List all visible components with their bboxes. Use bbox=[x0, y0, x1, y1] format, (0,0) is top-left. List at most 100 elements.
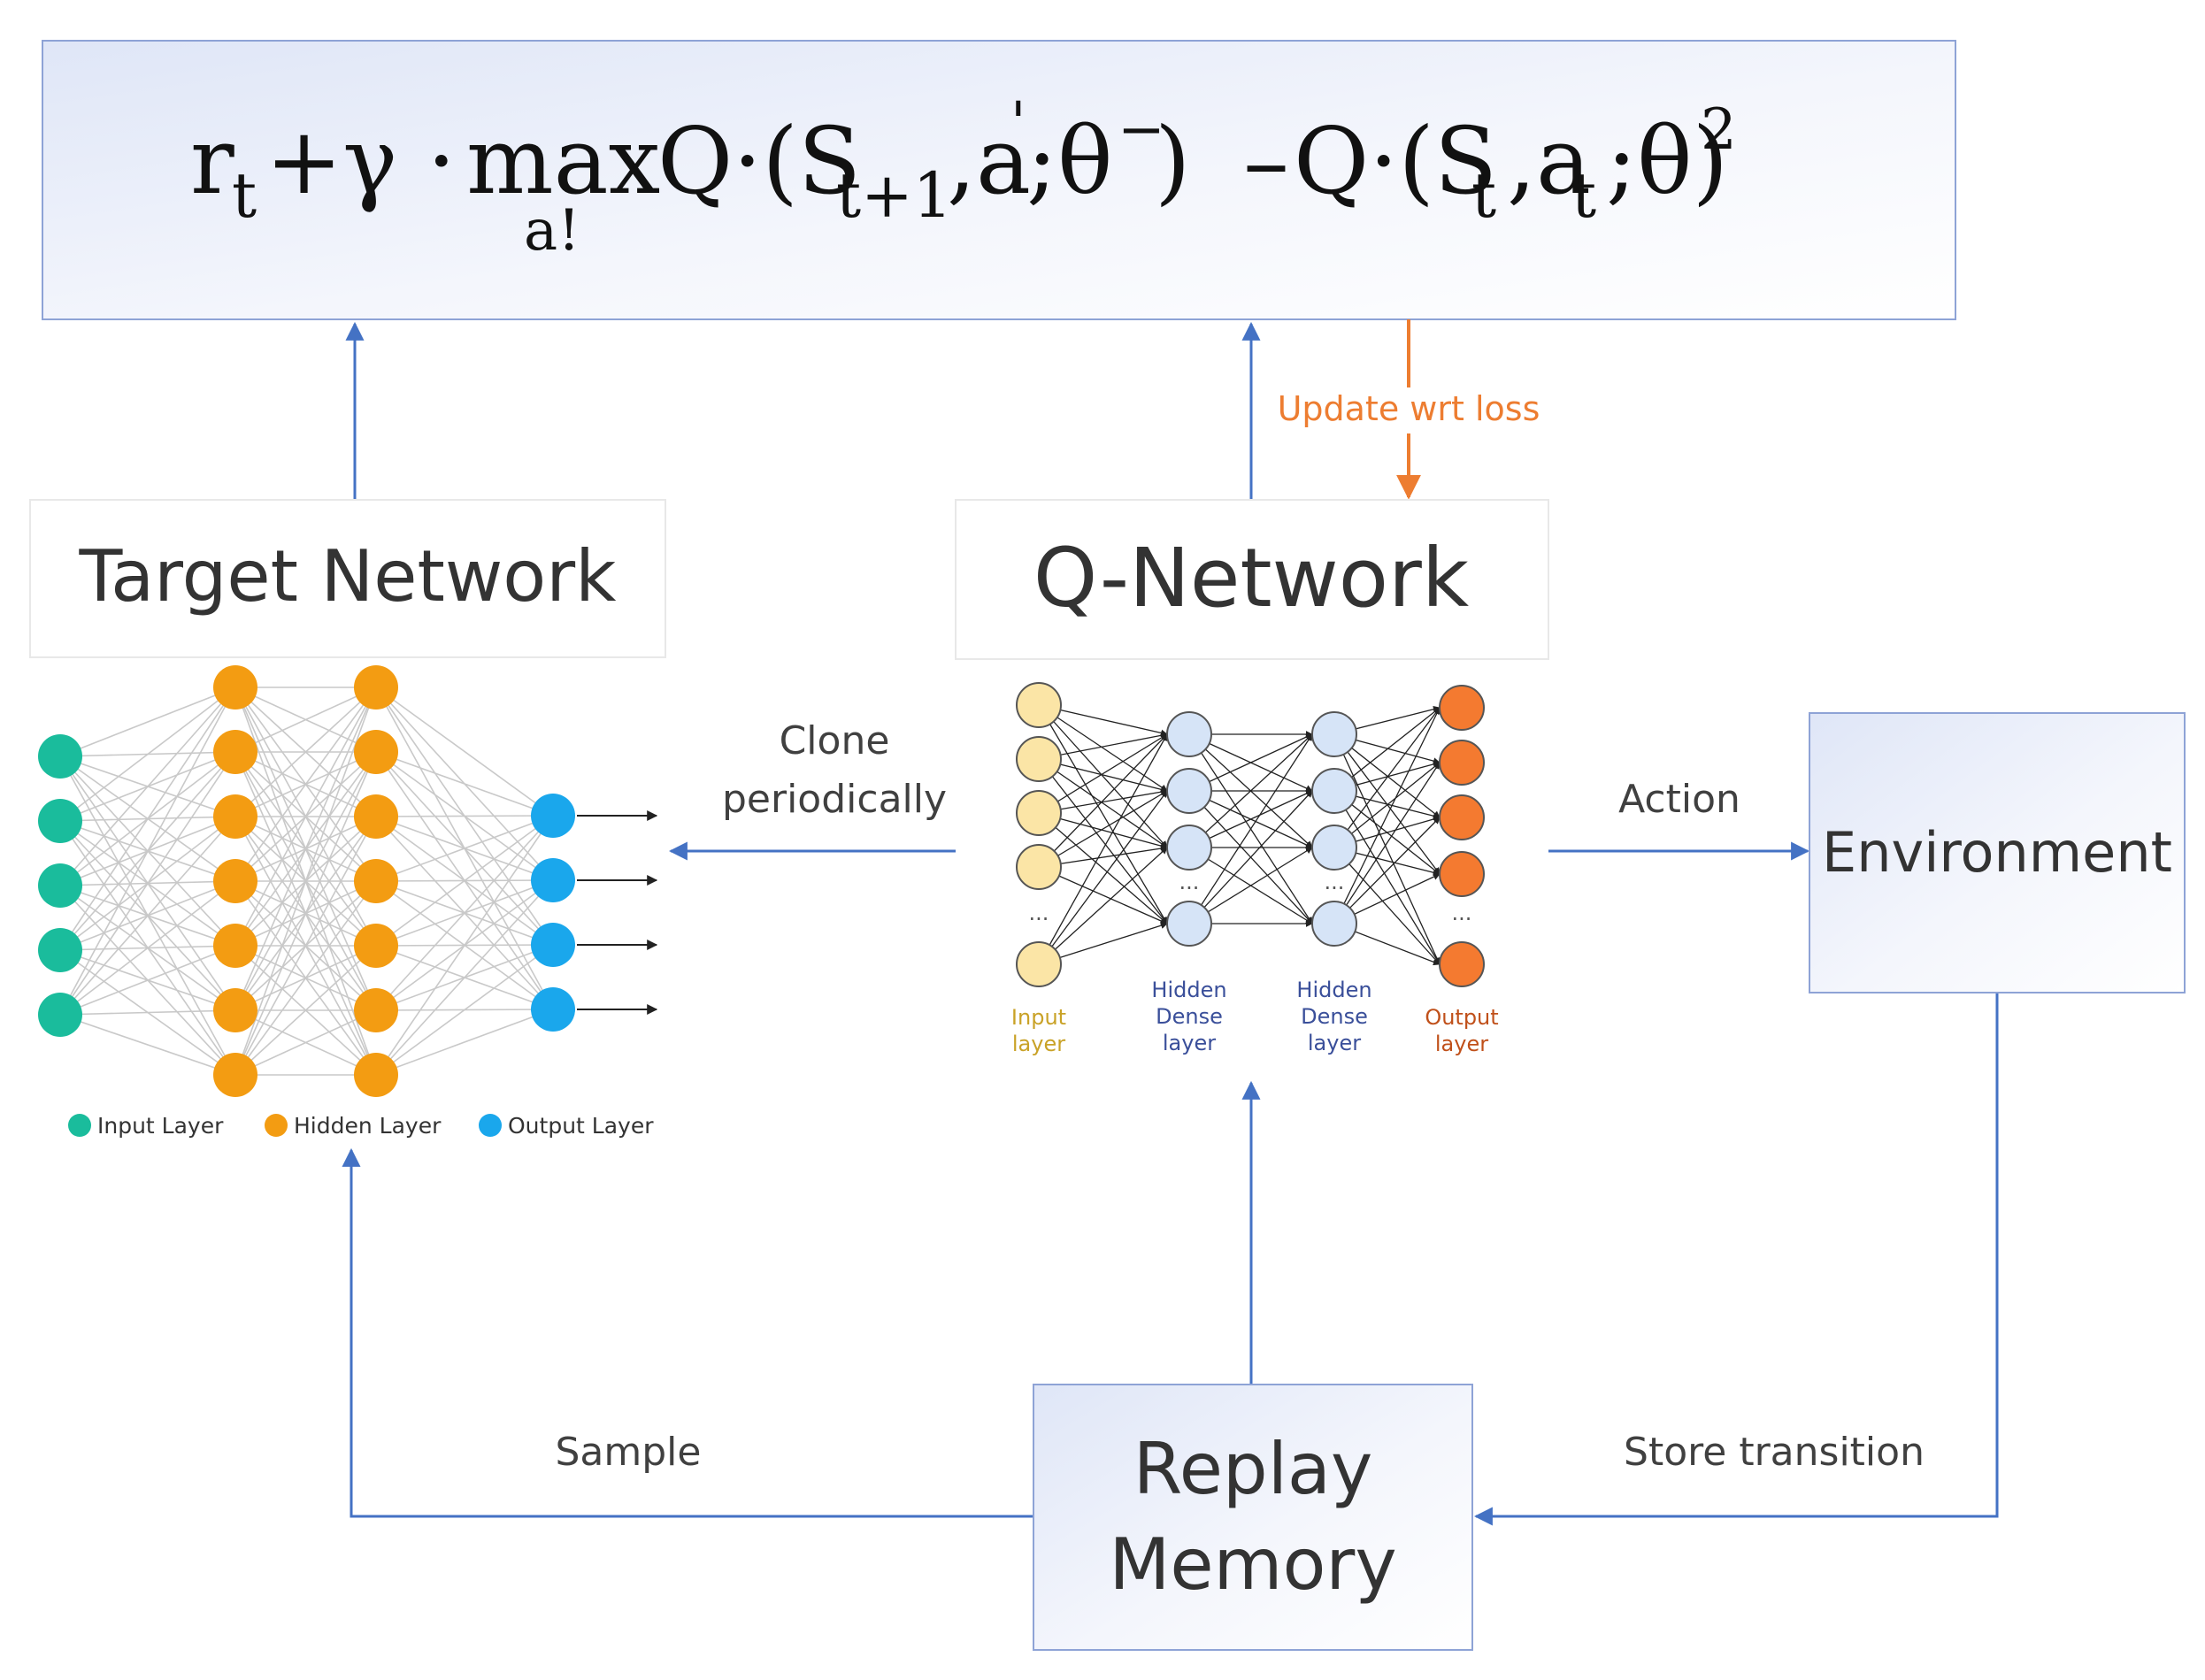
q-net-node bbox=[1439, 794, 1485, 840]
q-net-edge bbox=[1333, 707, 1441, 848]
q-net-edges bbox=[1038, 704, 1441, 966]
target-net-edge bbox=[234, 687, 377, 882]
q-network-graph bbox=[1016, 682, 1485, 987]
ellipsis-input: ... bbox=[1029, 901, 1049, 925]
q-net-node bbox=[1016, 682, 1062, 728]
target-net-edge bbox=[234, 687, 377, 1076]
formula-q1-close: ) bbox=[1155, 107, 1191, 215]
target-net-edge bbox=[375, 687, 554, 817]
target-net-node bbox=[531, 858, 575, 902]
target-net-node bbox=[213, 859, 257, 903]
q-net-edge bbox=[1038, 812, 1168, 924]
formula-q2-sub: t bbox=[1471, 159, 1496, 232]
legend-hidden-label: Hidden Layer bbox=[294, 1113, 442, 1139]
q-net-edge bbox=[1188, 790, 1313, 924]
label-update-wrt-loss: Update wrt loss bbox=[1278, 389, 1540, 428]
q-net-edge bbox=[1188, 733, 1313, 924]
formula-plus-gamma: +γ · bbox=[265, 107, 456, 215]
q-net-edge bbox=[1333, 817, 1441, 924]
q-net-edge bbox=[1038, 704, 1168, 792]
formula-q1-theta: ;θ bbox=[1026, 107, 1113, 215]
ellipsis-hidden1: ... bbox=[1179, 870, 1200, 894]
target-net-edge bbox=[234, 687, 377, 1011]
arrow-store-transition bbox=[1473, 993, 1999, 1526]
target-net-edge bbox=[375, 944, 554, 1076]
q-net-edge bbox=[1038, 704, 1168, 924]
q-net-edge bbox=[1188, 847, 1313, 924]
target-net-edge bbox=[234, 687, 377, 753]
caption-hidden1-2: Dense bbox=[1156, 1004, 1223, 1029]
arrow-sample bbox=[342, 1147, 1033, 1518]
label-clone-1: Clone bbox=[780, 718, 890, 763]
q-net-edge bbox=[1333, 733, 1441, 965]
target-net-edge bbox=[375, 815, 554, 817]
target-network-title: Target Network bbox=[79, 535, 618, 618]
formula-q1-sub: t+1 bbox=[836, 159, 952, 232]
formula-r: r bbox=[190, 107, 234, 215]
formula-q1-rest: ,a bbox=[947, 107, 1031, 215]
replay-memory-title-2: Memory bbox=[1109, 1523, 1396, 1606]
formula-q2-mid: ,a bbox=[1507, 107, 1591, 215]
target-net-node bbox=[38, 993, 82, 1037]
q-net-node bbox=[1166, 711, 1212, 757]
target-net-edge bbox=[59, 751, 236, 1016]
target-net-edge bbox=[59, 1009, 236, 1016]
formula-max: max bbox=[466, 107, 660, 215]
target-net-edge bbox=[375, 879, 554, 1076]
target-net-node bbox=[354, 794, 398, 839]
label-clone-2: periodically bbox=[722, 777, 947, 822]
replay-memory-title-1: Replay bbox=[1133, 1428, 1373, 1510]
connectors bbox=[342, 319, 1999, 1526]
q-net-edge bbox=[1038, 847, 1168, 965]
formula-q1: Q·(S bbox=[657, 107, 861, 215]
target-net-edge bbox=[375, 815, 554, 947]
target-net-node bbox=[354, 988, 398, 1032]
q-net-node bbox=[1016, 844, 1062, 890]
environment-box bbox=[1809, 712, 2186, 993]
target-net-edge bbox=[375, 815, 554, 1076]
q-net-edge bbox=[1333, 707, 1441, 924]
q-net-node bbox=[1016, 790, 1062, 836]
target-net-edge bbox=[375, 1009, 554, 1076]
q-net-edge bbox=[1188, 733, 1313, 848]
target-net-node bbox=[213, 924, 257, 968]
formula-r-sub: t bbox=[232, 159, 257, 232]
target-net-node bbox=[531, 794, 575, 838]
q-net-edge bbox=[1038, 758, 1168, 924]
target-net-edge bbox=[234, 816, 377, 1076]
ellipsis-hidden2: ... bbox=[1325, 870, 1345, 894]
legend-hidden-dot bbox=[265, 1114, 288, 1137]
target-net-node bbox=[354, 665, 398, 710]
target-net-node bbox=[213, 794, 257, 839]
target-net-node bbox=[213, 665, 257, 710]
formula-max-sub: a! bbox=[524, 198, 580, 264]
q-net-node bbox=[1166, 768, 1212, 814]
q-net-edge bbox=[1333, 790, 1441, 965]
formula-q2-sup: 2 bbox=[1701, 97, 1737, 163]
formula-q1-sup: − bbox=[1118, 97, 1165, 163]
caption-output-2: layer bbox=[1435, 1032, 1488, 1056]
q-net-node bbox=[1166, 825, 1212, 871]
target-net-edge bbox=[59, 687, 236, 757]
target-net-edge bbox=[59, 687, 236, 886]
q-net-edge bbox=[1038, 790, 1168, 965]
q-net-node bbox=[1311, 825, 1357, 871]
target-net-node bbox=[38, 734, 82, 779]
legend-output-label: Output Layer bbox=[508, 1113, 654, 1139]
caption-hidden2-1: Hidden bbox=[1296, 978, 1371, 1002]
target-net-edge bbox=[234, 751, 377, 1076]
formula-minus: – bbox=[1243, 107, 1289, 215]
q-net-edge bbox=[1038, 733, 1168, 868]
target-net-node bbox=[354, 924, 398, 968]
target-network-legend: Input Layer Hidden Layer Output Layer bbox=[68, 1113, 654, 1139]
target-net-node bbox=[354, 730, 398, 774]
q-net-node bbox=[1016, 736, 1062, 782]
target-net-node bbox=[354, 859, 398, 903]
label-sample: Sample bbox=[556, 1430, 702, 1475]
caption-output-1: Output bbox=[1425, 1005, 1498, 1030]
q-net-node bbox=[1439, 685, 1485, 731]
target-net-node bbox=[38, 863, 82, 908]
q-network-title-box bbox=[955, 499, 1549, 660]
ellipsis-output: ... bbox=[1452, 901, 1472, 925]
